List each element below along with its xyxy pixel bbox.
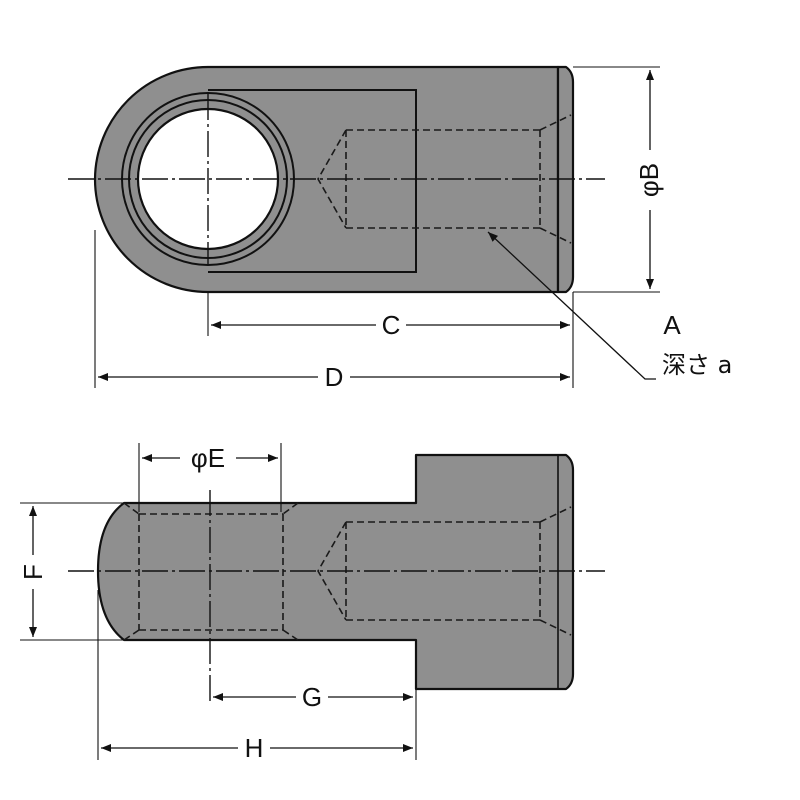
- top-view-slot: [208, 89, 417, 273]
- dim-c-label-bg: [376, 310, 406, 340]
- dim-e-label-bg: [180, 440, 236, 472]
- dim-g-label-bg: [296, 682, 328, 712]
- thread-a-label: A: [663, 310, 681, 340]
- side-view-hidden-bore: [123, 502, 299, 641]
- dim-d-label-bg: [318, 362, 350, 392]
- dim-c-label: C: [382, 310, 401, 340]
- dim-f-label-bg: [18, 555, 48, 589]
- dim-e-label: φE: [191, 443, 225, 473]
- side-view-body: [96, 453, 575, 691]
- dim-h-label: H: [245, 733, 264, 763]
- side-view: φE F G H: [18, 440, 605, 763]
- top-view: φB C D A 深さ a: [68, 65, 732, 392]
- thread-leader: [487, 231, 656, 380]
- dim-d-label: D: [325, 362, 344, 392]
- dim-g-label: G: [302, 682, 322, 712]
- side-view-extension-lines: [20, 443, 417, 760]
- dim-f-label: F: [18, 564, 48, 580]
- dim-b-label: φB: [634, 163, 664, 197]
- dim-b-label-bg: [634, 150, 666, 210]
- thread-depth-label: 深さ a: [662, 351, 732, 379]
- dim-h-label-bg: [238, 733, 270, 763]
- top-view-extension-lines: [94, 66, 660, 388]
